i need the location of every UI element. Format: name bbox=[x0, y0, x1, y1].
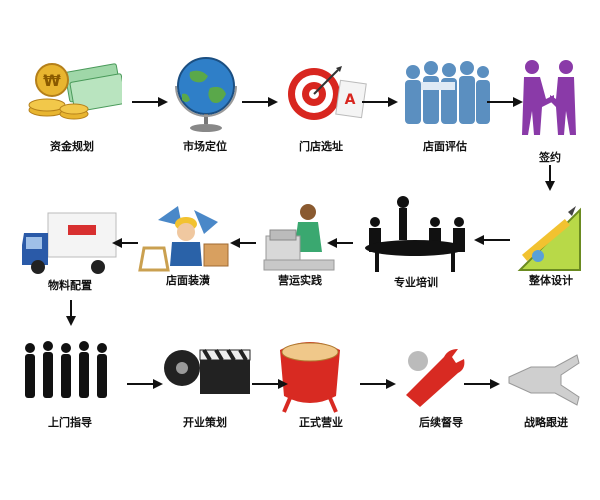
flow-arrow-left bbox=[230, 238, 256, 248]
step-label: 签约 bbox=[539, 151, 561, 164]
step-strategy-follow: 战略跟进 bbox=[505, 345, 600, 445]
meeting-table-icon bbox=[365, 196, 465, 272]
flow-arrow-down bbox=[545, 165, 555, 191]
step-label: 整体设计 bbox=[529, 274, 573, 287]
step-follow-up-supervision: 后续督导 bbox=[400, 345, 500, 445]
flow-arrow bbox=[360, 379, 396, 389]
flow-arrow bbox=[132, 97, 168, 107]
people-silhouettes-icon bbox=[25, 341, 107, 398]
step-label: 正式营业 bbox=[299, 416, 343, 429]
wrench-icon bbox=[406, 349, 465, 407]
flow-arrow-left bbox=[327, 238, 353, 248]
drum-icon bbox=[280, 342, 340, 413]
business-team-icon bbox=[405, 61, 490, 124]
step-label: 门店选址 bbox=[299, 140, 343, 153]
step-onsite-guidance: 上门指导 bbox=[20, 338, 120, 438]
flow-arrow bbox=[362, 97, 398, 107]
film-clapper-icon bbox=[164, 348, 251, 394]
step-label: 上门指导 bbox=[48, 416, 92, 429]
step-store-decoration: 店面装潢 bbox=[138, 200, 238, 300]
target-arrow-icon: A bbox=[288, 66, 367, 120]
step-fund-planning: ₩ 资金规划 bbox=[22, 50, 122, 153]
step-label: 物料配置 bbox=[48, 279, 92, 292]
flow-arrow bbox=[252, 379, 288, 389]
step-label: 战略跟进 bbox=[524, 416, 568, 429]
globe-icon bbox=[175, 57, 237, 132]
step-contract: 签约 bbox=[510, 55, 600, 164]
step-opening-plan: 开业策划 bbox=[160, 338, 260, 438]
flow-arrow-left bbox=[474, 235, 510, 245]
step-operation-practice: 营运实践 bbox=[260, 200, 360, 300]
step-official-opening: 正式营业 bbox=[270, 338, 370, 438]
step-market-positioning: 市场定位 bbox=[160, 50, 260, 153]
step-store-evaluation: 店面评估 bbox=[395, 50, 495, 153]
cashier-icon bbox=[263, 204, 335, 271]
step-store-location: A 门店选址 bbox=[280, 50, 380, 153]
delivery-truck-icon bbox=[22, 212, 117, 274]
grey-wrench-icon bbox=[508, 354, 580, 406]
step-label: 店面装潢 bbox=[166, 274, 210, 287]
flow-arrow bbox=[464, 379, 500, 389]
handshake-icon bbox=[522, 60, 576, 135]
flow-arrow-down bbox=[66, 300, 76, 326]
step-label: 开业策划 bbox=[183, 416, 227, 429]
step-professional-training: 专业培训 bbox=[355, 192, 465, 292]
step-label: 资金规划 bbox=[50, 140, 94, 153]
step-label: 专业培训 bbox=[394, 276, 438, 289]
svg-text:₩: ₩ bbox=[43, 71, 61, 90]
step-label: 店面评估 bbox=[423, 140, 467, 153]
flow-arrow bbox=[242, 97, 278, 107]
step-label: 后续督导 bbox=[419, 416, 463, 429]
step-label: 营运实践 bbox=[278, 274, 322, 287]
money-coins-icon: ₩ bbox=[28, 63, 122, 120]
step-label: 市场定位 bbox=[183, 140, 227, 153]
svg-text:A: A bbox=[345, 92, 356, 108]
flow-arrow-left bbox=[112, 238, 138, 248]
step-material-config: 物料配置 bbox=[20, 205, 120, 305]
step-overall-design: 整体设计 bbox=[510, 200, 600, 300]
flow-arrow bbox=[127, 379, 163, 389]
design-tools-icon bbox=[517, 206, 581, 271]
construction-worker-icon bbox=[138, 206, 229, 272]
flow-arrow bbox=[487, 97, 523, 107]
